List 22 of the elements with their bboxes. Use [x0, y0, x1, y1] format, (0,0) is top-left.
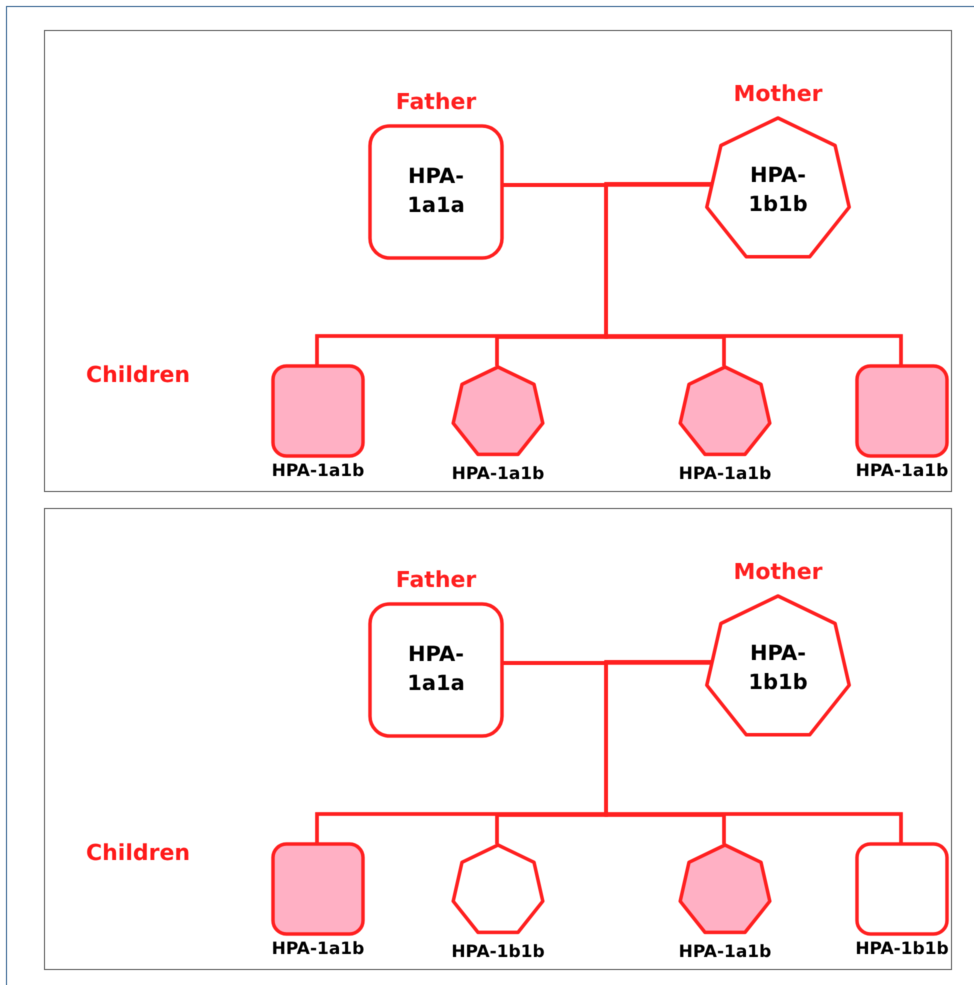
genotype-label: HPA-1a1b — [854, 461, 950, 481]
genotype-label: HPA- 1b1b — [747, 640, 809, 696]
genotype-label: HPA- 1a1a — [406, 641, 466, 697]
genotype-label: HPA-1a1b — [678, 942, 772, 962]
genotype-label: HPA- 1b1b — [747, 162, 809, 218]
role-heading: Mother — [732, 560, 824, 585]
role-heading: Father — [394, 568, 478, 593]
genotype-label: HPA-1a1b — [678, 464, 772, 484]
genotype-label: HPA- 1a1a — [406, 163, 466, 219]
genotype-label: HPA-1b1b — [450, 942, 546, 962]
panel-frame — [44, 30, 952, 492]
genotype-label: HPA-1a1b — [450, 464, 546, 484]
panel-frame — [44, 508, 952, 970]
role-heading: Father — [394, 90, 478, 115]
generation-label: Children — [86, 841, 190, 866]
connector-line — [604, 660, 903, 843]
genotype-label: HPA-1b1b — [854, 939, 950, 959]
generation-label: Children — [86, 363, 190, 388]
connector-line — [604, 182, 903, 365]
genotype-label: HPA-1a1b — [270, 939, 366, 959]
genotype-label: HPA-1a1b — [270, 461, 366, 481]
role-heading: Mother — [732, 82, 824, 107]
